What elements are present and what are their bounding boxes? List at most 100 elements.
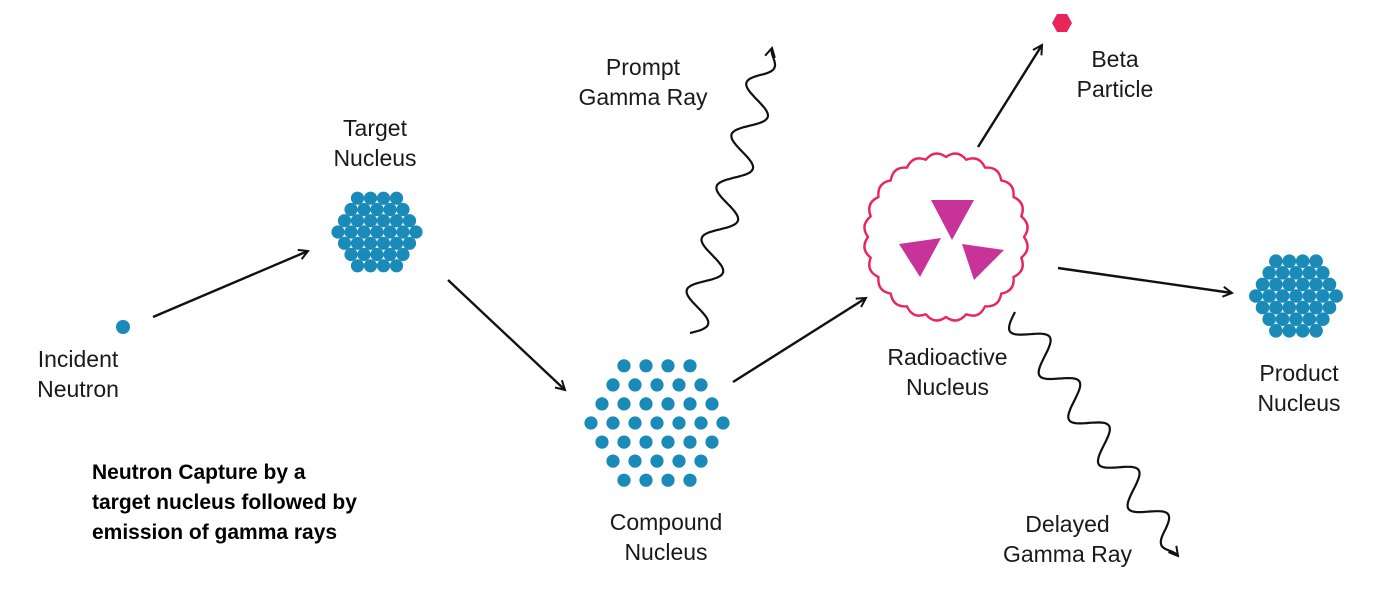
- compound-nucleus: [584, 359, 730, 487]
- nucleon: [389, 191, 404, 205]
- nucleon: [1282, 277, 1297, 292]
- prompt-gamma-ray-wave: [685, 48, 777, 335]
- nucleon: [617, 473, 631, 487]
- nucleon: [350, 214, 365, 228]
- nucleon: [672, 416, 686, 430]
- nucleon: [683, 397, 697, 411]
- nucleon: [639, 359, 653, 373]
- nucleon: [606, 454, 620, 468]
- nucleon: [396, 225, 410, 239]
- nucleon: [337, 214, 352, 228]
- nucleon: [628, 454, 642, 468]
- nucleon: [606, 378, 620, 392]
- nucleon: [396, 202, 410, 217]
- nucleon: [661, 435, 675, 449]
- nucleon: [363, 259, 378, 273]
- nucleon: [350, 191, 365, 205]
- nucleon: [1316, 312, 1330, 327]
- nucleon: [1262, 289, 1276, 303]
- radioactive-nucleus-outline: [863, 152, 1029, 322]
- nucleon: [683, 473, 697, 487]
- nucleon: [363, 191, 378, 205]
- nucleon: [1282, 324, 1297, 338]
- nucleon: [595, 397, 609, 411]
- nucleon: [331, 225, 345, 239]
- nucleon: [661, 359, 675, 373]
- nucleon: [350, 236, 365, 250]
- nucleon: [639, 435, 653, 449]
- nucleon: [617, 397, 631, 411]
- beta-particle-marker: [1052, 14, 1072, 32]
- nucleon: [628, 378, 642, 392]
- nucleon: [639, 473, 653, 487]
- radioactive-nucleus: [863, 152, 1029, 322]
- nucleon: [650, 454, 664, 468]
- nucleon: [672, 454, 686, 468]
- nucleon: [1309, 300, 1323, 315]
- nucleon: [1262, 266, 1276, 280]
- nucleon: [1249, 289, 1263, 303]
- nucleon: [1302, 289, 1317, 303]
- nucleon: [1316, 289, 1330, 303]
- nucleon: [694, 416, 708, 430]
- nucleon: [370, 247, 384, 262]
- nucleon: [383, 247, 397, 262]
- nucleon: [650, 416, 664, 430]
- nucleon: [1309, 277, 1323, 292]
- nucleon: [1322, 300, 1337, 315]
- nucleon: [363, 214, 378, 228]
- nucleon: [376, 191, 391, 205]
- nucleon: [1295, 254, 1310, 268]
- nucleon: [661, 397, 675, 411]
- nucleon: [1262, 312, 1276, 327]
- nucleon: [1255, 277, 1270, 292]
- nucleon: [683, 359, 697, 373]
- nucleon: [402, 236, 417, 250]
- nucleon: [617, 359, 631, 373]
- nucleon: [1309, 254, 1323, 268]
- nucleon: [1269, 277, 1283, 292]
- trefoil-blade-top: [931, 200, 974, 240]
- nucleon: [606, 416, 620, 430]
- nucleon: [1309, 324, 1323, 338]
- trefoil-blade-left: [899, 238, 941, 277]
- nucleon: [661, 473, 675, 487]
- nucleon: [350, 259, 365, 273]
- nucleon: [1255, 300, 1270, 315]
- nucleon: [383, 202, 397, 217]
- arrow-compound-to-radioactive: [732, 298, 866, 384]
- nucleon: [357, 225, 371, 239]
- target-nucleus: [331, 191, 423, 273]
- nucleon: [1302, 266, 1317, 280]
- nucleon: [402, 214, 417, 228]
- nucleon: [694, 454, 708, 468]
- nucleon: [409, 225, 423, 239]
- nucleon: [376, 236, 391, 250]
- nucleon: [376, 259, 391, 273]
- nucleon: [1289, 312, 1303, 327]
- nucleon: [1269, 300, 1283, 315]
- nucleon: [1269, 254, 1283, 268]
- nucleon: [639, 397, 653, 411]
- nucleon: [337, 236, 352, 250]
- arrow-target-to-compound: [447, 279, 565, 390]
- nucleon: [683, 435, 697, 449]
- arrow-neutron-to-target: [152, 251, 308, 319]
- nucleon: [383, 225, 397, 239]
- nucleon: [344, 247, 358, 262]
- nucleon: [1302, 312, 1317, 327]
- nucleon: [1322, 277, 1337, 292]
- arrow-radioactive-to-beta: [976, 45, 1042, 148]
- nucleon: [1295, 324, 1310, 338]
- nucleon: [389, 214, 404, 228]
- nucleon: [1295, 300, 1310, 315]
- nucleon: [1275, 312, 1290, 327]
- nucleon: [617, 435, 631, 449]
- nucleon: [1282, 300, 1297, 315]
